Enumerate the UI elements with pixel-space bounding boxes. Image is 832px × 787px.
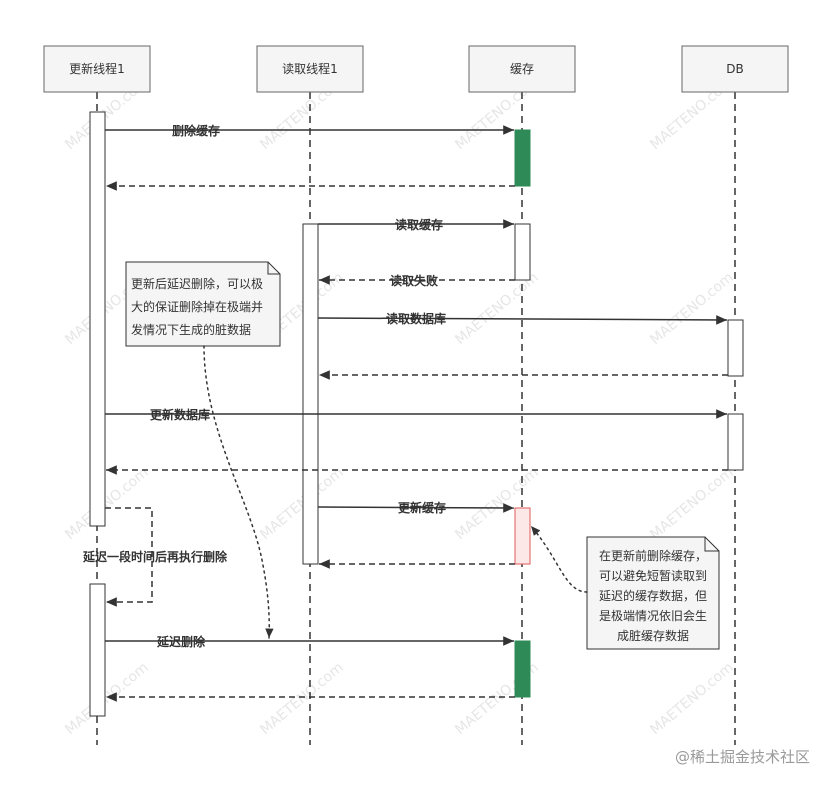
activation-cache-delayed-delete xyxy=(514,640,531,698)
note-right: 在更新前删除缓存， 可以避免短暂读取到 延迟的缓存数据，但 是极端情况依旧会生 … xyxy=(586,536,720,650)
activation-writer-delayed xyxy=(89,583,106,717)
label-update-cache: 更新缓存 xyxy=(398,500,446,515)
activation-db-update xyxy=(727,413,744,471)
watermark-text: MAETENO.com xyxy=(647,464,736,543)
note-right-line: 在更新前删除缓存， xyxy=(599,548,707,563)
watermark-text: MAETENO.com xyxy=(452,269,541,348)
watermark-text: MAETENO.com xyxy=(257,464,346,543)
watermark-text: MAETENO.com xyxy=(647,269,736,348)
note-left-line: 发情况下生成的脏数据 xyxy=(131,322,251,337)
label-delete-cache: 删除缓存 xyxy=(172,123,220,138)
activation-cache-delete xyxy=(514,129,531,187)
label-read-cache: 读取缓存 xyxy=(395,217,443,232)
watermark-text: MAETENO.com xyxy=(62,464,151,543)
participant-label: 缓存 xyxy=(510,62,534,76)
connector-left-note xyxy=(203,345,274,639)
label-read-fail: 读取失败 xyxy=(390,273,438,288)
activation-cache-read xyxy=(514,223,531,281)
note-right-line: 可以避免短暂读取到 xyxy=(599,568,707,583)
arrow-read-db xyxy=(317,315,728,325)
watermark-text: MAETENO.com xyxy=(62,659,151,738)
note-left-line: 大的保证删除掉在极端并 xyxy=(131,299,263,314)
label-read-db: 读取数据库 xyxy=(386,311,446,326)
note-right-line: 是极端情况依旧会生 xyxy=(599,608,707,623)
credit-text: @稀土掘金技术社区 xyxy=(675,748,810,766)
note-left: 更新后延迟删除，可以极 大的保证删除掉在极端并 发情况下生成的脏数据 xyxy=(125,261,281,347)
messages xyxy=(105,125,728,702)
watermark-text: MAETENO.com xyxy=(257,659,346,738)
activation-db-read xyxy=(727,319,744,377)
activation-writer-main xyxy=(89,111,106,527)
activation-reader xyxy=(302,223,319,565)
note-right-line: 延迟的缓存数据，但 xyxy=(599,588,707,603)
activation-cache-stale xyxy=(514,507,531,565)
connector-right-note xyxy=(530,525,588,593)
participant-cache: 缓存 xyxy=(468,45,576,93)
arrow-delay-self xyxy=(105,507,153,607)
message-labels: 删除缓存 读取缓存 读取失败 读取数据库 更新数据库 更新缓存 延迟一段时间后再… xyxy=(82,123,446,649)
watermark-text: MAETENO.com xyxy=(647,659,736,738)
activations xyxy=(89,111,744,717)
participant-label: 更新线程1 xyxy=(69,61,125,76)
participant-label: DB xyxy=(726,62,743,76)
arrow-update-cache xyxy=(317,503,515,513)
label-delay-wait: 延迟一段时间后再执行删除 xyxy=(82,549,228,564)
participant-reader: 读取线程1 xyxy=(256,45,364,93)
note-right-line: 成脏缓存数据 xyxy=(617,628,689,643)
participant-writer: 更新线程1 xyxy=(43,45,151,93)
participant-label: 读取线程1 xyxy=(282,61,338,76)
participant-db: DB xyxy=(681,45,789,93)
label-update-db: 更新数据库 xyxy=(150,407,210,422)
label-delayed-delete: 延迟删除 xyxy=(156,634,206,649)
note-left-line: 更新后延迟删除，可以极 xyxy=(131,276,263,291)
